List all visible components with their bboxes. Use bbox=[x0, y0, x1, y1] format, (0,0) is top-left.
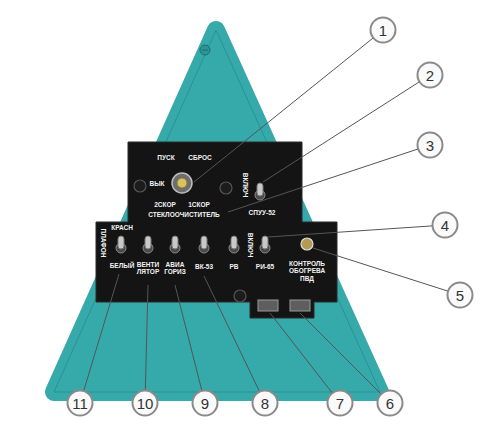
callout-circle: 1 bbox=[369, 16, 397, 44]
black-panel bbox=[96, 142, 337, 318]
callout-circle: 5 bbox=[446, 281, 474, 309]
panel-label: СПУУ-52 bbox=[249, 209, 276, 216]
callout-number: 5 bbox=[456, 288, 464, 303]
panel-label: РВ bbox=[229, 263, 238, 270]
panel-label: ВКЛЮЧ bbox=[241, 173, 248, 197]
leader-line bbox=[80, 274, 119, 403]
callout-number: 7 bbox=[336, 396, 344, 411]
leader-lines bbox=[80, 30, 460, 403]
toggle-switch bbox=[255, 183, 265, 200]
panel-label: РИ-65 bbox=[256, 263, 274, 270]
housing-edge bbox=[54, 30, 380, 392]
toggle-switch bbox=[116, 236, 126, 253]
panel-label: 1СКОР bbox=[188, 201, 210, 208]
panel-label: КОНТРОЛЬ ОБОГРЕВА ПВД bbox=[289, 260, 325, 282]
switch-lever bbox=[145, 236, 151, 249]
panel-label: ВЫК bbox=[149, 180, 164, 187]
callout-ring bbox=[328, 391, 353, 416]
switch-lever bbox=[118, 236, 124, 249]
callout-circle: 8 bbox=[251, 389, 279, 417]
triangle-housing bbox=[54, 30, 380, 392]
callout-number: 1 bbox=[379, 23, 387, 38]
callout-number: 10 bbox=[137, 396, 154, 411]
callout-ring bbox=[133, 391, 158, 416]
callout-number: 4 bbox=[441, 218, 449, 233]
panel-label: АВИА ГОРИЗ bbox=[164, 261, 186, 276]
toggle-switch bbox=[260, 236, 270, 253]
switch-lever bbox=[257, 183, 263, 196]
switch-lever bbox=[262, 236, 268, 249]
screw bbox=[200, 45, 210, 55]
callout-circle: 4 bbox=[431, 211, 459, 239]
leader-line bbox=[194, 30, 383, 182]
callout-ring bbox=[448, 283, 473, 308]
fuse-block bbox=[258, 300, 278, 311]
callout-circle: 6 bbox=[376, 389, 404, 417]
toggle-switch bbox=[143, 236, 153, 253]
toggle-switch bbox=[229, 236, 239, 253]
panel-knob bbox=[134, 180, 146, 192]
callout-ring bbox=[193, 391, 218, 416]
leader-line bbox=[263, 75, 430, 182]
toggle-switch bbox=[199, 236, 209, 253]
rotary-switch bbox=[172, 173, 192, 193]
panel-label: ВКЛЮЧ bbox=[246, 233, 253, 257]
callout-circle: 10 bbox=[131, 389, 159, 417]
leader-line bbox=[313, 248, 460, 295]
panel-knob bbox=[220, 182, 232, 194]
panel-label: КРАСН bbox=[111, 224, 133, 231]
fuse-block bbox=[290, 300, 310, 311]
screw-slot bbox=[202, 50, 208, 51]
panel-knob bbox=[234, 290, 246, 302]
callout-number: 9 bbox=[201, 396, 209, 411]
leader-line bbox=[145, 285, 148, 403]
panel-label: ВЕНТИ ЛЯТОР bbox=[137, 261, 159, 276]
callout-number: 6 bbox=[386, 396, 394, 411]
panel-label: 2СКОР bbox=[154, 201, 176, 208]
leader-line bbox=[175, 285, 205, 403]
callout-circle: 2 bbox=[416, 61, 444, 89]
switch-lever bbox=[172, 236, 178, 249]
indicator-lamp bbox=[301, 238, 313, 250]
callout-circle: 3 bbox=[416, 131, 444, 159]
panel-label: СБРОС bbox=[188, 154, 211, 161]
callout-ring bbox=[371, 18, 396, 43]
switch-lever bbox=[201, 236, 207, 249]
callout-ring bbox=[378, 391, 403, 416]
leader-line bbox=[270, 313, 340, 403]
toggle-switch bbox=[170, 236, 180, 253]
leader-line bbox=[268, 225, 445, 237]
panel-label: ПУСК bbox=[157, 154, 174, 161]
rotary-switch-cap bbox=[177, 178, 187, 188]
callout-circle: 9 bbox=[191, 389, 219, 417]
callout-number: 3 bbox=[426, 138, 434, 153]
leader-line bbox=[228, 145, 430, 212]
callout-circle: 11 bbox=[66, 389, 94, 417]
callout-circle: 7 bbox=[326, 389, 354, 417]
callout-ring bbox=[253, 391, 278, 416]
callout-number: 11 bbox=[72, 396, 88, 411]
panel-label: БЕЛЫЙ bbox=[110, 262, 135, 269]
callout-number: 2 bbox=[426, 68, 434, 83]
switch-lever bbox=[231, 236, 237, 249]
panel-label: ВК-53 bbox=[195, 263, 213, 270]
callout-ring bbox=[433, 213, 458, 238]
leader-line bbox=[300, 313, 390, 403]
panel-label: СТЕКЛООЧИСТИТЕЛЬ bbox=[148, 211, 219, 218]
callout-number: 8 bbox=[261, 396, 269, 411]
leader-line bbox=[204, 276, 265, 403]
panel-label: ПЛАФОН bbox=[99, 228, 106, 257]
callout-ring bbox=[418, 133, 443, 158]
callout-ring bbox=[68, 391, 93, 416]
callout-ring bbox=[418, 63, 443, 88]
